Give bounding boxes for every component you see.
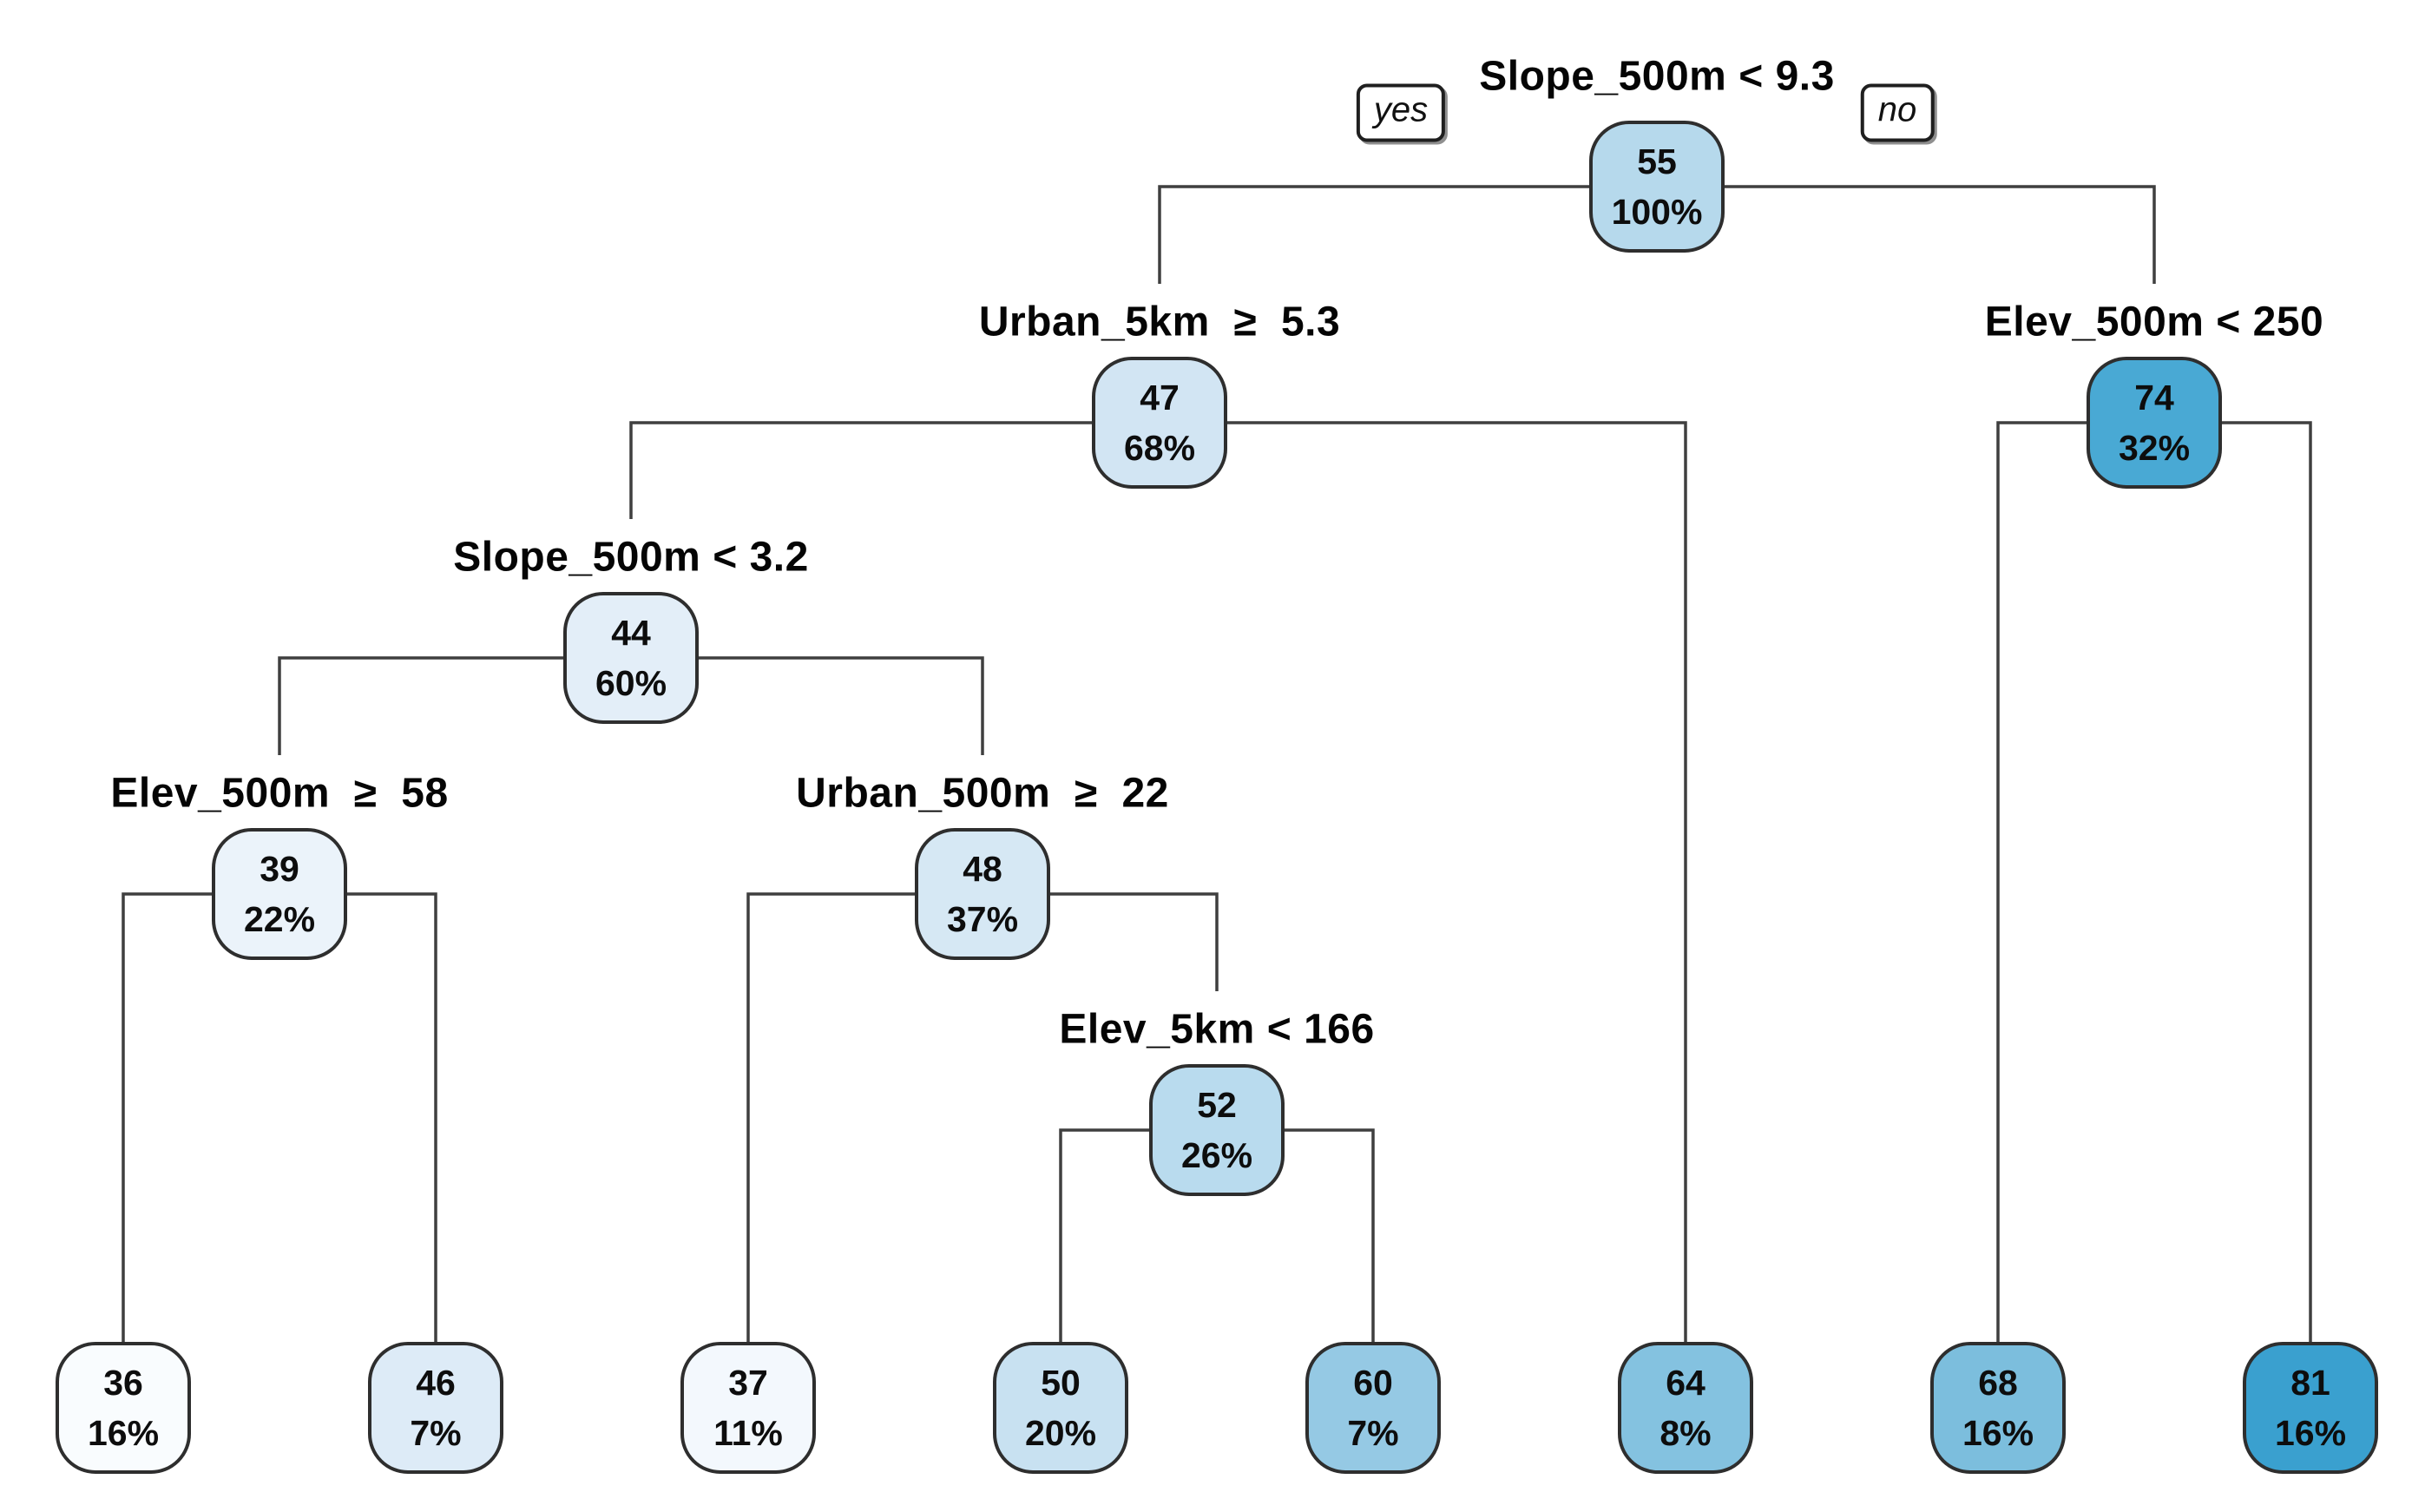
node-coverage-percent: 16% (87, 1413, 160, 1453)
node-fitted-value: 46 (416, 1363, 456, 1403)
split-condition-n52: Elev_5km < 166 (1059, 1006, 1375, 1053)
tree-node-n55: 55 100% (1589, 121, 1725, 253)
branch-line-n47-n44 (629, 421, 1160, 519)
node-fitted-value: 44 (611, 613, 651, 653)
split-condition-n47: Urban_5km ≥ 5.3 (978, 299, 1341, 345)
yes-branch-label: yes (1356, 83, 1446, 142)
node-coverage-percent: 7% (1347, 1413, 1399, 1453)
node-fitted-value: 68 (1978, 1363, 2018, 1403)
node-coverage-percent: 60% (595, 663, 667, 703)
node-fitted-value: 50 (1041, 1363, 1081, 1403)
split-condition-n44: Slope_500m < 3.2 (453, 534, 809, 581)
node-fitted-value: 36 (103, 1363, 143, 1403)
node-coverage-percent: 32% (2118, 428, 2191, 468)
node-coverage-percent: 8% (1659, 1413, 1712, 1453)
branch-line-n48-l37 (746, 892, 983, 1344)
branch-line-n44-n48 (631, 656, 984, 755)
node-coverage-percent: 16% (1962, 1413, 2034, 1453)
branch-line-n44-n39 (278, 656, 631, 755)
node-fitted-value: 81 (2290, 1363, 2330, 1403)
split-condition-n74: Elev_500m < 250 (1984, 299, 2324, 345)
split-condition-n55: Slope_500m < 9.3 (1479, 53, 1835, 100)
node-fitted-value: 55 (1637, 141, 1677, 181)
split-condition-n39: Elev_500m ≥ 58 (110, 770, 449, 817)
node-fitted-value: 74 (2134, 378, 2174, 417)
node-fitted-value: 39 (260, 849, 299, 889)
node-coverage-percent: 26% (1180, 1135, 1253, 1175)
branch-line-n47-l64 (1160, 421, 1687, 1344)
node-coverage-percent: 100% (1611, 192, 1703, 232)
node-fitted-value: 64 (1666, 1363, 1705, 1403)
branch-line-n48-n52 (983, 892, 1219, 991)
node-coverage-percent: 7% (410, 1413, 462, 1453)
node-coverage-percent: 11% (713, 1413, 783, 1453)
branch-line-n55-n47 (1158, 185, 1657, 284)
branch-line-n55-n74 (1657, 185, 2156, 284)
node-coverage-percent: 20% (1024, 1413, 1097, 1453)
node-fitted-value: 52 (1197, 1085, 1237, 1125)
node-fitted-value: 60 (1353, 1363, 1393, 1403)
split-condition-n48: Urban_500m ≥ 22 (796, 770, 1169, 817)
no-branch-label: no (1860, 83, 1935, 142)
node-coverage-percent: 68% (1123, 428, 1196, 468)
node-fitted-value: 47 (1140, 378, 1180, 417)
node-coverage-percent: 37% (946, 899, 1019, 939)
node-coverage-percent: 16% (2274, 1413, 2347, 1453)
node-coverage-percent: 22% (243, 899, 316, 939)
node-fitted-value: 37 (728, 1363, 768, 1403)
node-fitted-value: 48 (963, 849, 1002, 889)
